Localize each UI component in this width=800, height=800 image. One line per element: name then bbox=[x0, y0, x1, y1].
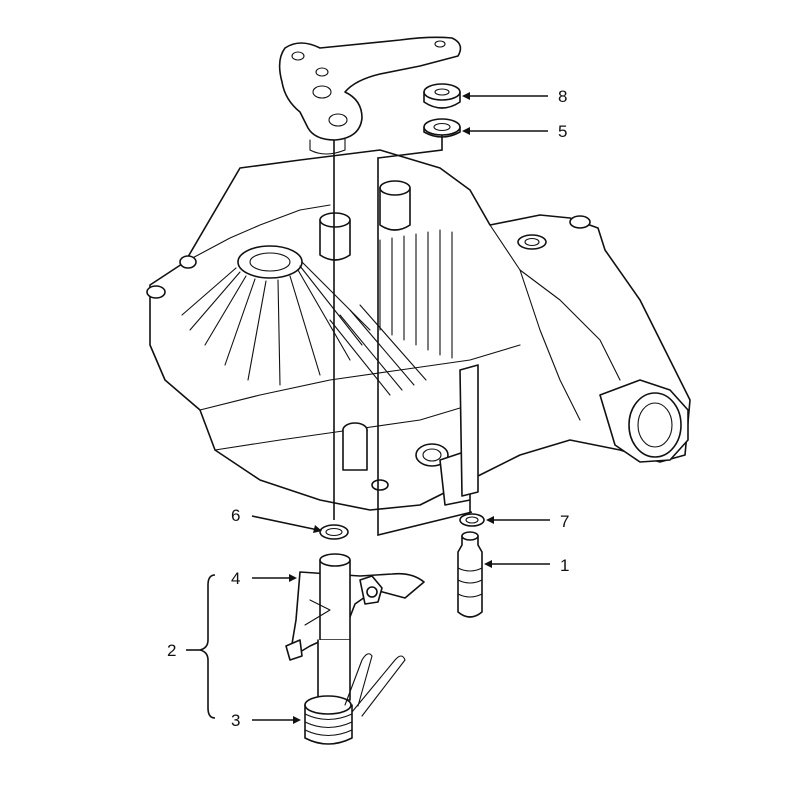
control-lever-bracket bbox=[278, 36, 462, 155]
callout-3: 3 bbox=[231, 711, 240, 730]
part-5-washer bbox=[423, 118, 461, 138]
callout-2: 2 bbox=[167, 641, 176, 660]
callout-labels: 8 5 6 7 1 4 2 3 bbox=[167, 87, 569, 730]
callout-5: 5 bbox=[558, 122, 567, 141]
callout-1: 1 bbox=[560, 556, 569, 575]
transaxle-housing bbox=[146, 149, 691, 511]
callout-7: 7 bbox=[560, 512, 569, 531]
part-7-snap-ring bbox=[459, 513, 485, 527]
callout-leaders bbox=[186, 92, 550, 724]
callout-6: 6 bbox=[231, 506, 240, 525]
part-1-shaft bbox=[457, 531, 483, 618]
part-8-nut bbox=[423, 83, 461, 109]
part-6-snap-ring bbox=[319, 524, 349, 540]
part-3-spring bbox=[304, 639, 406, 745]
part-4-shift-arm bbox=[285, 553, 425, 661]
assembly-guide-lines bbox=[333, 135, 473, 537]
callout-8: 8 bbox=[558, 87, 567, 106]
callout-4: 4 bbox=[231, 569, 240, 588]
